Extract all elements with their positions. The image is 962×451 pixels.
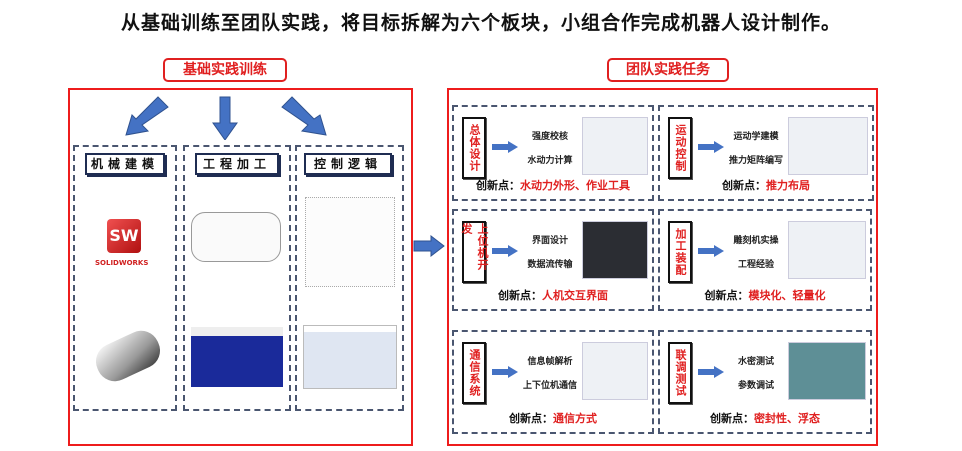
innovation-prefix: 创新点： — [498, 289, 542, 302]
task-image — [788, 221, 866, 279]
card-communication-system: 通信系统 信息帧解析 上下位机通信 创新点：通信方式 — [452, 330, 654, 434]
arrow-right-icon — [698, 141, 724, 153]
cam-software-screenshot — [191, 327, 283, 387]
column-control-logic: 控制逻辑 — [295, 145, 404, 411]
arrow-right-down — [281, 96, 327, 136]
innovation-value: 水动力外形、作业工具 — [520, 179, 630, 192]
task-image — [582, 221, 648, 279]
innovation-point: 创新点：推力布局 — [660, 177, 872, 193]
card-label: 加工装配 — [668, 221, 692, 283]
innovation-point: 创新点：密封性、浮态 — [660, 410, 870, 426]
card-machining-assembly: 加工装配 雕刻机实操 工程经验 创新点：模块化、轻量化 — [658, 209, 872, 311]
code-screenshot — [303, 325, 397, 389]
team-tasks-panel — [447, 88, 878, 446]
section-label-team: 团队实践任务 — [607, 58, 729, 82]
innovation-value: 密封性、浮态 — [754, 412, 820, 425]
solidworks-logo-icon: SW — [107, 219, 141, 253]
card-motion-control: 运动控制 运动学建模 推力矩阵编写 创新点：推力布局 — [658, 105, 874, 201]
split-arrows-icon — [125, 96, 327, 140]
innovation-value: 推力布局 — [766, 179, 810, 192]
innovation-prefix: 创新点： — [509, 412, 553, 425]
task-image — [582, 117, 648, 175]
innovation-value: 通信方式 — [553, 412, 597, 425]
task-item: 上下位机通信 — [522, 381, 577, 391]
task-item: 雕刻机实操 — [733, 236, 779, 246]
innovation-point: 创新点：模块化、轻量化 — [660, 287, 870, 303]
arrow-down — [212, 96, 238, 140]
task-image — [788, 342, 866, 400]
innovation-value: 人机交互界面 — [542, 289, 608, 302]
frame-drawing-image — [191, 212, 281, 262]
arrow-right-icon — [492, 366, 518, 378]
control-flowchart-image — [305, 197, 395, 287]
card-label: 总体设计 — [462, 117, 486, 179]
card-overall-design: 总体设计 强度校核 水动力计算 创新点：水动力外形、作业工具 — [452, 105, 654, 201]
arrow-right-icon — [492, 141, 518, 153]
card-label: 通信系统 — [462, 342, 486, 404]
task-image — [788, 117, 868, 175]
basic-training-panel — [68, 88, 413, 446]
column-mechanical-modeling: 机械建模 SW SOLIDWORKS — [73, 145, 177, 411]
card-joint-testing: 联调测试 水密测试 参数调试 创新点：密封性、浮态 — [658, 330, 872, 434]
arrow-right-icon — [413, 235, 445, 257]
task-item: 水密测试 — [737, 357, 774, 367]
innovation-prefix: 创新点： — [704, 289, 749, 302]
arrow-right-icon — [698, 366, 724, 378]
task-image — [582, 342, 648, 400]
innovation-point: 创新点：通信方式 — [454, 410, 652, 426]
innovation-prefix: 创新点： — [710, 412, 754, 425]
task-item: 运动学建模 — [733, 132, 779, 142]
task-item: 信息帧解析 — [527, 357, 573, 367]
innovation-prefix: 创新点： — [722, 179, 766, 192]
robot-model-image — [90, 324, 166, 388]
innovation-prefix: 创新点： — [476, 179, 520, 192]
card-label: 上位机开发 — [460, 221, 489, 283]
arrow-right-icon — [698, 245, 724, 257]
task-item: 界面设计 — [531, 236, 568, 246]
page-title: 从基础训练至团队实践，将目标拆解为六个板块，小组合作完成机器人设计制作。 — [120, 12, 841, 34]
column-title: 机械建模 — [85, 153, 165, 175]
task-item: 水动力计算 — [527, 156, 573, 166]
task-item: 数据流传输 — [527, 260, 573, 270]
task-item: 推力矩阵编写 — [728, 156, 783, 166]
task-item: 强度校核 — [531, 132, 568, 142]
task-item: 参数调试 — [737, 381, 774, 391]
section-label-basic: 基础实践训练 — [163, 58, 287, 82]
solidworks-logo-text: SOLIDWORKS — [95, 259, 149, 267]
task-item: 工程经验 — [737, 260, 774, 270]
arrow-left-down — [125, 96, 169, 136]
column-engineering-processing: 工程加工 — [183, 145, 291, 411]
innovation-point: 创新点：人机交互界面 — [454, 287, 652, 303]
card-label: 联调测试 — [668, 342, 692, 404]
column-title: 控制逻辑 — [304, 153, 392, 175]
card-host-software: 上位机开发 界面设计 数据流传输 创新点：人机交互界面 — [452, 209, 654, 311]
arrow-right-icon — [492, 245, 518, 257]
card-label: 运动控制 — [668, 117, 692, 179]
column-title: 工程加工 — [195, 153, 279, 175]
innovation-value: 模块化、轻量化 — [748, 289, 826, 302]
innovation-point: 创新点：水动力外形、作业工具 — [454, 177, 652, 193]
